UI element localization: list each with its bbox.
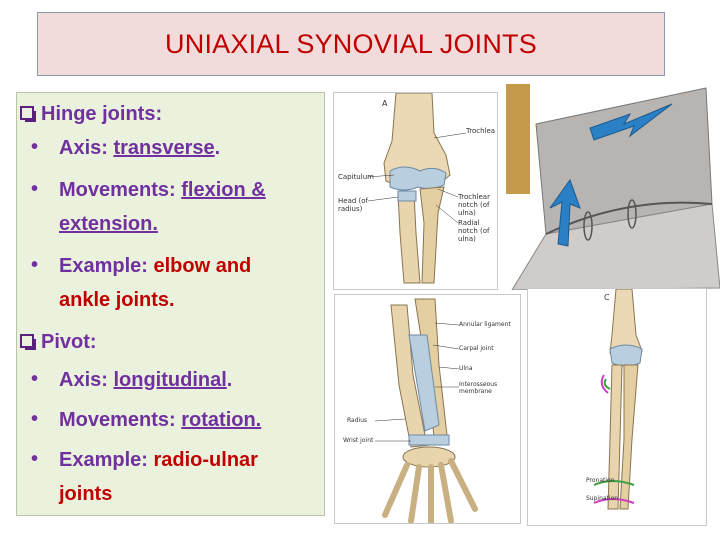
pivot-example-value-1: radio-ulnar xyxy=(153,449,258,471)
label-trochlear-notch: Trochlear notch (of ulna) xyxy=(458,193,490,217)
label-radius: Radius xyxy=(347,417,368,424)
figure-c-letter: C xyxy=(604,293,610,302)
label-carpal-joint: Carpal joint xyxy=(459,345,494,352)
pivot-example-label: Example: xyxy=(59,449,154,471)
hinge-axis-label: Axis: xyxy=(59,137,114,159)
label-ulna: Ulna xyxy=(459,365,473,372)
content-panel: Hinge joints: • Axis: transverse. • Move… xyxy=(16,92,325,516)
hinge-movements-value-1: flexion & xyxy=(181,179,266,201)
hinge-axis-value: transverse xyxy=(113,137,215,159)
hinge-example-value-1: elbow and xyxy=(153,255,252,277)
label-radial-notch: Radial notch (of ulna) xyxy=(458,219,490,243)
elbow-joint-figure: A Trochlea Capitulum Head (of radius) Tr… xyxy=(333,92,498,290)
hinge-example-label: Example: xyxy=(59,255,154,277)
round-bullet-icon: • xyxy=(31,136,39,158)
round-bullet-icon: • xyxy=(31,254,39,276)
elbow-bones-illustration xyxy=(334,93,497,289)
label-wrist-joint: Wrist joint xyxy=(343,437,374,444)
round-bullet-icon: • xyxy=(31,408,39,430)
pivot-figure: C Pronation Supination xyxy=(527,288,707,526)
hinge-movements-value-2: extension. xyxy=(59,213,158,235)
pivot-example-value-2: joints xyxy=(59,483,113,505)
forearm-bones-illustration xyxy=(335,295,520,523)
forearm-figure: Annular ligament Carpal joint Ulna Inter… xyxy=(334,294,521,524)
hinge-model-illustration xyxy=(506,84,720,290)
hinge-model-figure xyxy=(506,84,720,290)
hinge-movements-label: Movements: xyxy=(59,179,182,201)
checkbox-bullet-icon xyxy=(20,334,36,350)
hinge-example-value-2: ankle joints. xyxy=(59,289,175,311)
pivot-axis-suffix: . xyxy=(226,369,233,391)
pivot-axis-value: longitudinal xyxy=(113,369,227,391)
figure-a-letter: A xyxy=(382,99,388,108)
title-banner: UNIAXIAL SYNOVIAL JOINTS xyxy=(37,12,665,76)
pivot-axis-label: Axis: xyxy=(59,369,114,391)
checkbox-bullet-icon xyxy=(20,106,36,122)
slide-title: UNIAXIAL SYNOVIAL JOINTS xyxy=(165,28,537,59)
label-pronation: Pronation xyxy=(586,477,615,484)
pivot-bones-illustration xyxy=(528,289,706,525)
label-annular-ligament: Annular ligament xyxy=(459,321,511,328)
round-bullet-icon: • xyxy=(31,368,39,390)
round-bullet-icon: • xyxy=(31,448,39,470)
pivot-heading: Pivot: xyxy=(41,331,97,353)
pivot-movements-value: rotation. xyxy=(181,409,262,431)
hinge-axis-suffix: . xyxy=(214,137,221,159)
label-capitulum: Capitulum xyxy=(338,173,374,181)
hinge-heading: Hinge joints: xyxy=(41,103,163,125)
label-interosseous-membrane: Interosseous membrane xyxy=(459,381,498,395)
round-bullet-icon: • xyxy=(31,178,39,200)
label-supination: Supination xyxy=(586,495,619,502)
label-head-radius: Head (of radius) xyxy=(338,197,369,213)
label-trochlea: Trochlea xyxy=(466,127,496,135)
pivot-movements-label: Movements: xyxy=(59,409,182,431)
